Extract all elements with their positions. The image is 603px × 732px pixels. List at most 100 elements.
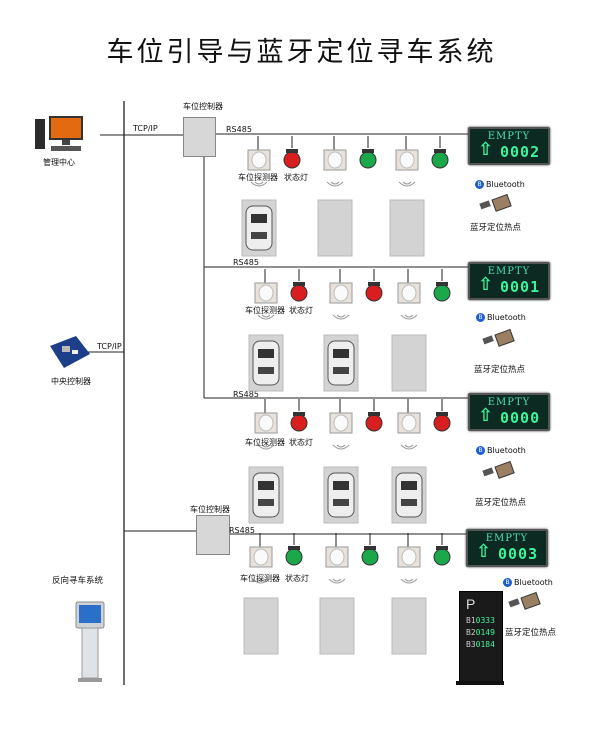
signal-wave <box>261 444 271 448</box>
status-lamp-icon <box>285 548 303 566</box>
controller-box-1 <box>183 117 216 157</box>
hotspot-label-3: 蓝牙定位热点 <box>475 498 527 508</box>
lamp-cap <box>368 412 380 416</box>
car-window <box>251 232 267 239</box>
signal-wave <box>257 314 275 320</box>
status-lamp-icon <box>290 414 308 432</box>
signal-wave <box>252 578 270 584</box>
detector-dome <box>333 284 349 302</box>
lamp-cap <box>293 282 305 286</box>
status-lamp-icon <box>433 284 451 302</box>
detector-dome <box>258 414 274 432</box>
car-window <box>401 499 417 506</box>
car-icon <box>245 205 273 251</box>
status-lamp-icon <box>433 414 451 432</box>
hotspot-device-icon <box>482 467 494 477</box>
pole-row-3: B30184 <box>466 640 495 649</box>
status-lamp-icon <box>365 414 383 432</box>
signal-wave <box>404 444 414 448</box>
hotspot-label-4: 蓝牙定位热点 <box>505 628 557 638</box>
status-lamp-icon <box>359 151 377 169</box>
tcpip-label-1: TCP/IP <box>133 124 158 133</box>
pole-base <box>456 681 504 685</box>
guidance-sign-1: EMPTY⇧0002 <box>468 127 550 165</box>
parking-bay <box>243 597 279 655</box>
lamp-label-3: 状态灯 <box>289 438 313 447</box>
detector-dome <box>329 548 345 566</box>
car-icon <box>252 472 280 518</box>
detector-dome <box>401 414 417 432</box>
guidance-sign-2: EMPTY⇧0001 <box>468 262 550 300</box>
signal-wave <box>256 578 266 582</box>
detector-dome <box>399 151 415 169</box>
car-window <box>333 349 349 358</box>
management-center-label: 管理中心 <box>43 158 75 167</box>
detector-label-1: 车位探测器 <box>238 173 278 182</box>
controller-label-1: 车位控制器 <box>183 102 223 111</box>
lamp-cap <box>293 412 305 416</box>
lamp-cap <box>368 282 380 286</box>
status-lamp-icon <box>283 151 301 169</box>
hotspot-label-2: 蓝牙定位热点 <box>474 365 526 375</box>
reverse-search-label: 反向寻车系统 <box>52 576 104 586</box>
detector-dome <box>333 414 349 432</box>
parking-bay <box>319 597 355 655</box>
circuit-board-icon <box>50 336 90 368</box>
signal-wave <box>332 578 342 582</box>
controller-label-2: 车位控制器 <box>190 505 230 514</box>
hotspot-device-icon <box>494 328 515 347</box>
hotspot-device-icon <box>479 200 491 210</box>
bluetooth-icon: B <box>476 313 485 322</box>
lamp-label-4: 状态灯 <box>285 574 309 583</box>
computer-icon <box>35 116 83 151</box>
rs485-label-2: RS485 <box>233 258 259 267</box>
lamp-cap <box>286 149 298 153</box>
hotspot-device-icon <box>520 591 541 610</box>
car-window <box>258 481 274 490</box>
hotspot-device-icon <box>508 598 520 608</box>
car-window <box>251 214 267 223</box>
car-icon <box>395 472 423 518</box>
car-icon <box>252 340 280 386</box>
lamp-cap <box>434 149 446 153</box>
lamp-cap <box>288 546 300 550</box>
detector-dome <box>327 151 343 169</box>
signal-wave <box>398 181 416 187</box>
rs485-label-3: RS485 <box>233 390 259 399</box>
signal-wave <box>326 181 344 187</box>
status-lamp-icon <box>361 548 379 566</box>
signal-wave <box>400 314 418 320</box>
status-lamp-icon <box>290 284 308 302</box>
signal-wave <box>404 314 414 318</box>
signal-wave <box>330 181 340 185</box>
lamp-cap <box>436 412 448 416</box>
lamp-label-2: 状态灯 <box>289 306 313 315</box>
signal-wave <box>328 578 346 584</box>
pole-row-1: B10333 <box>466 616 495 625</box>
hotspot-device-icon <box>491 193 512 212</box>
car-window <box>258 349 274 358</box>
pole-row-2: B20149 <box>466 628 495 637</box>
signal-wave <box>254 181 264 185</box>
signal-wave <box>400 444 418 450</box>
signal-wave <box>404 578 414 582</box>
signal-wave <box>332 314 350 320</box>
detector-dome <box>401 548 417 566</box>
detector-label-3: 车位探测器 <box>245 438 285 447</box>
status-lamp-icon <box>365 284 383 302</box>
page-title: 车位引导与蓝牙定位寻车系统 <box>106 37 497 68</box>
parking-bay <box>391 597 427 655</box>
bluetooth-icon: B <box>503 578 512 587</box>
rs485-label-1: RS485 <box>226 125 252 134</box>
lamp-cap <box>362 149 374 153</box>
parking-bay <box>389 199 425 257</box>
hotspot-label-1: 蓝牙定位热点 <box>470 223 522 233</box>
car-window <box>333 499 349 506</box>
guidance-sign-4: EMPTY⇧0003 <box>466 529 548 567</box>
